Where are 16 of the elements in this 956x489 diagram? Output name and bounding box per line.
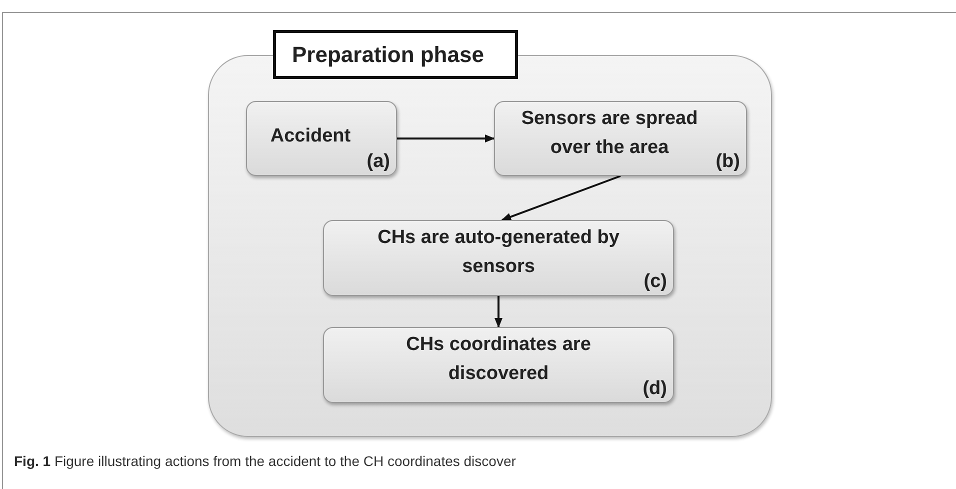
step-text: Accident	[269, 124, 352, 148]
step-text: CHs are auto-generated by sensors	[376, 226, 620, 280]
process-box	[246, 101, 397, 176]
figure-caption: Fig. 1 Figure illustrating actions from the accident to the CH coordinates discover	[14, 453, 516, 469]
arrow	[501, 175, 621, 221]
phase-heading: Preparation phase	[273, 30, 518, 79]
arrow	[397, 134, 495, 142]
step-letter: (a)	[366, 151, 390, 173]
step-letter: (b)	[716, 151, 740, 173]
step-text: CHs coordinates are discovered	[405, 333, 592, 386]
arrow	[494, 296, 502, 328]
step-letter: (d)	[642, 378, 667, 400]
process-box	[494, 101, 747, 176]
step-letter: (c)	[644, 271, 667, 293]
process-box	[323, 327, 674, 403]
process-box	[323, 220, 674, 296]
